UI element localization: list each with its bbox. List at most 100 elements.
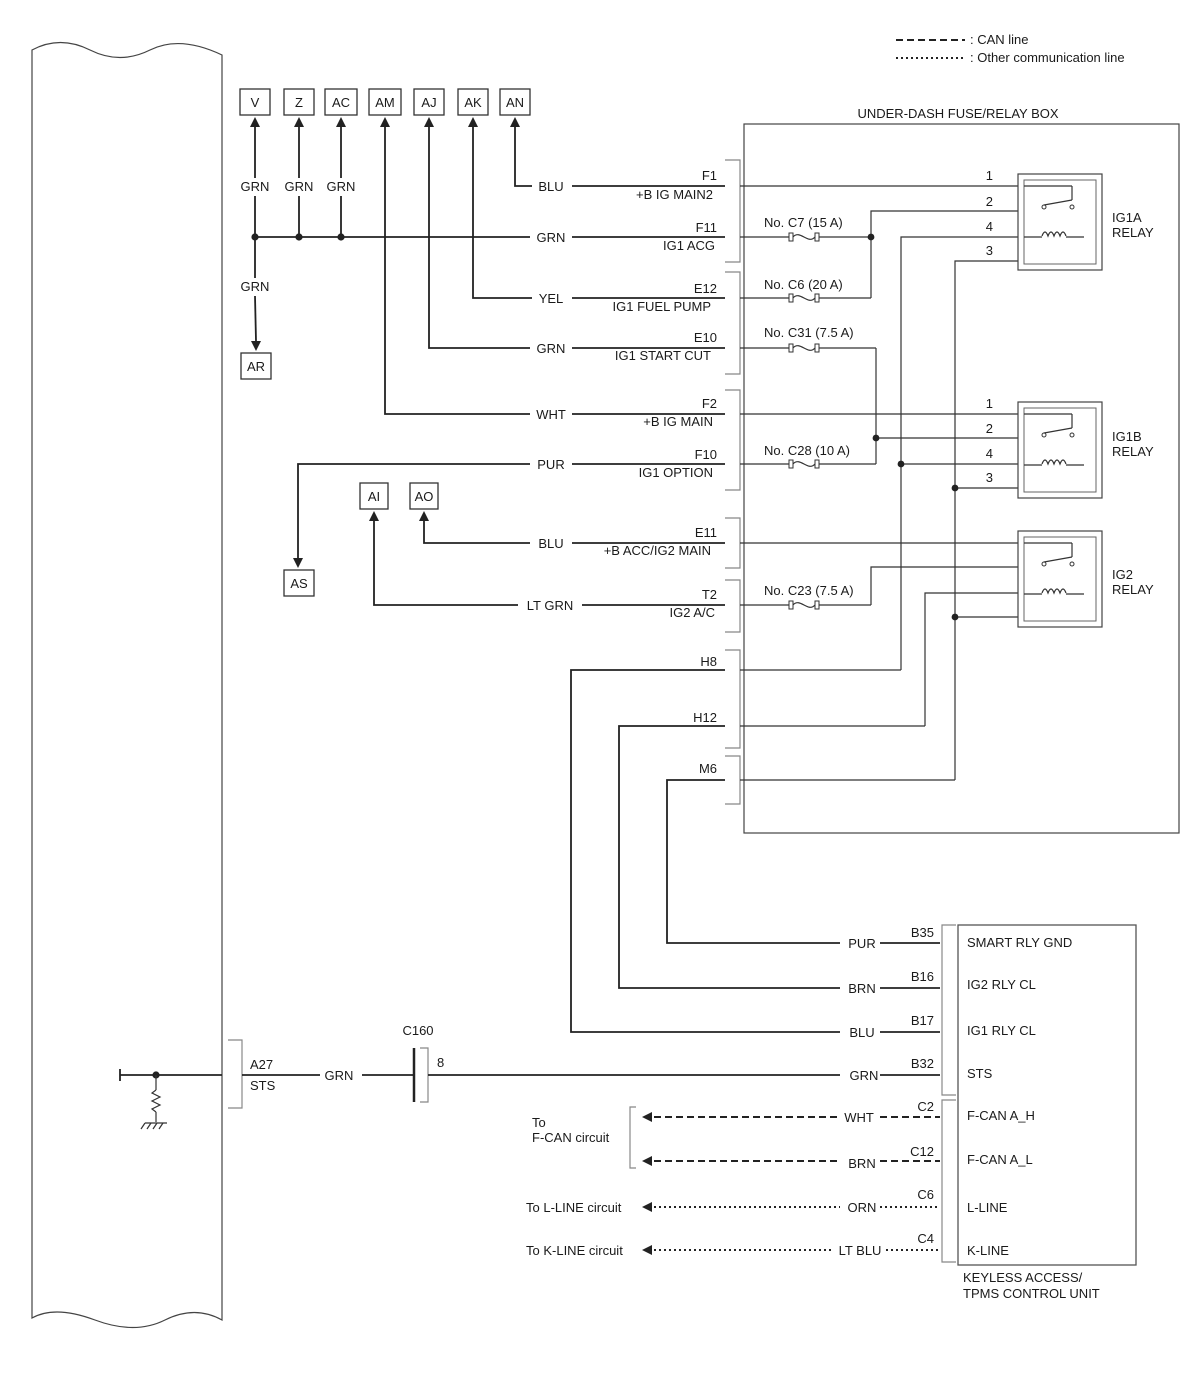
ecu-pin-c4: C4	[917, 1231, 934, 1246]
ig1b-pin-3: 3	[986, 470, 993, 485]
ig1a-relay-label: IG1A	[1112, 210, 1142, 225]
ig1b-relay-label: IG1B	[1112, 429, 1142, 444]
terminal-ak: AK	[464, 95, 482, 110]
fuse-c6-symbol	[740, 293, 871, 303]
wire-label-pur-b35: PUR	[848, 936, 875, 951]
fuse-c7-label: No. C7 (15 A)	[764, 215, 843, 230]
ecu-pin-c6-name: L-LINE	[967, 1200, 1008, 1215]
wire-label-grn-b32: GRN	[850, 1068, 879, 1083]
ecu-relay-wires: PUR BRN BLU	[570, 669, 940, 1040]
connector-c160-pin: 8	[437, 1055, 444, 1070]
wire-label-grn-f11: GRN	[537, 230, 566, 245]
ecu-pin-b35-name: SMART RLY GND	[967, 935, 1072, 950]
fcan-to-label: To	[532, 1115, 546, 1130]
terminal-ai: AI	[368, 489, 380, 504]
wire-labels-left: GRN GRN GRN GRN BLU GRN YEL GRN WHT PUR …	[241, 179, 574, 613]
wire-label-blu-e11: BLU	[538, 536, 563, 551]
pin-h8: H8	[700, 654, 717, 669]
fuses: No. C7 (15 A) No. C6 (20 A) No. C31 (7.5…	[740, 215, 876, 610]
ecu-pin-b16: B16	[911, 969, 934, 984]
wire-label-brn-c12: BRN	[848, 1156, 875, 1171]
fuse-c31-symbol	[740, 343, 876, 353]
terminal-an: AN	[506, 95, 524, 110]
pin-e10-name: IG1 START CUT	[615, 348, 711, 363]
terminal-boxes: V Z AC AM AJ AK AN AR AS AI AO	[239, 88, 531, 597]
pin-e11-name: +B ACC/IG2 MAIN	[604, 543, 711, 558]
terminal-ac: AC	[332, 95, 350, 110]
fuse-c23-symbol	[740, 600, 871, 610]
pin-m6: M6	[699, 761, 717, 776]
ig1b-pin-2: 2	[986, 421, 993, 436]
ecu-pin-c2-name: F-CAN A_H	[967, 1108, 1035, 1123]
pin-e12: E12	[694, 281, 717, 296]
fuse-relay-box: UNDER-DASH FUSE/RELAY BOX	[743, 106, 1180, 834]
ig1a-relay: IG1A RELAY	[1017, 173, 1154, 271]
legend-can-label: : CAN line	[970, 32, 1029, 47]
pin-a27: A27	[250, 1057, 273, 1072]
pin-a27-name: STS	[250, 1078, 276, 1093]
wire-label-blu-b17: BLU	[849, 1025, 874, 1040]
wire-label-blu-f1: BLU	[538, 179, 563, 194]
ecu-pin-c6: C6	[917, 1187, 934, 1202]
fuse-c28-label: No. C28 (10 A)	[764, 443, 850, 458]
ig1a-relay-label-2: RELAY	[1112, 225, 1154, 240]
fusebox-connectors	[725, 159, 741, 805]
ig2-relay: IG2 RELAY	[1017, 530, 1154, 628]
ig1a-pin-4: 4	[986, 219, 993, 234]
fuse-c31-label: No. C31 (7.5 A)	[764, 325, 854, 340]
legend: : CAN line : Other communication line	[896, 32, 1125, 65]
fusebox-title: UNDER-DASH FUSE/RELAY BOX	[857, 106, 1058, 121]
ig1a-pin-1: 1	[986, 168, 993, 183]
terminal-v: V	[251, 95, 260, 110]
pin-h12: H12	[693, 710, 717, 725]
ecu-pin-c4-name: K-LINE	[967, 1243, 1009, 1258]
wire-label-grn-z: GRN	[285, 179, 314, 194]
connector-c160-label: C160	[402, 1023, 433, 1038]
pin-e10: E10	[694, 330, 717, 345]
ig2-relay-label: IG2	[1112, 567, 1133, 582]
arrowheads	[250, 117, 520, 568]
wire-label-grn-ac: GRN	[327, 179, 356, 194]
wire-label-grn-a27: GRN	[325, 1068, 354, 1083]
ig1b-pin-4: 4	[986, 446, 993, 461]
wire-label-yel-e12: YEL	[539, 291, 564, 306]
ecu-pin-c12-name: F-CAN A_L	[967, 1152, 1033, 1167]
lline-circuit-label: To L-LINE circuit	[526, 1200, 622, 1215]
pin-e12-name: IG1 FUEL PUMP	[613, 299, 711, 314]
terminal-ar: AR	[247, 359, 265, 374]
ecu-pin-b32: B32	[911, 1056, 934, 1071]
pin-f1-name: +B IG MAIN2	[636, 187, 713, 202]
left-unit	[31, 41, 223, 1329]
ecu-title-2: TPMS CONTROL UNIT	[963, 1286, 1100, 1301]
terminal-ao: AO	[415, 489, 434, 504]
wire-label-wht-c2: WHT	[844, 1110, 874, 1125]
pin-t2-name: IG2 A/C	[669, 605, 715, 620]
fcan-circuit-label: F-CAN circuit	[532, 1130, 610, 1145]
wire-label-ltgrn-t2: LT GRN	[527, 598, 573, 613]
legend-other-label: : Other communication line	[970, 50, 1125, 65]
terminal-z: Z	[295, 95, 303, 110]
fuse-c23-label: No. C23 (7.5 A)	[764, 583, 854, 598]
ecu-pin-b17-name: IG1 RLY CL	[967, 1023, 1036, 1038]
pin-f2-name: +B IG MAIN	[643, 414, 713, 429]
wire-label-grn-v: GRN	[241, 179, 270, 194]
keyless-access-control-unit: B35 SMART RLY GND B16 IG2 RLY CL B17 IG1…	[910, 924, 1137, 1301]
wire-label-grn-ar: GRN	[241, 279, 270, 294]
ecu-title: KEYLESS ACCESS/	[963, 1270, 1083, 1285]
relay-pin-numbers: 1 2 4 3 1 2 4 3	[986, 168, 993, 485]
ecu-pin-b17: B17	[911, 1013, 934, 1028]
ig1b-relay-label-2: RELAY	[1112, 444, 1154, 459]
fuse-c7-symbol	[740, 232, 871, 242]
pin-f11: F11	[696, 220, 717, 235]
terminal-am: AM	[375, 95, 395, 110]
fuse-c6-label: No. C6 (20 A)	[764, 277, 843, 292]
ig1b-relay: IG1B RELAY	[1017, 401, 1154, 499]
ecu-pin-b32-name: STS	[967, 1066, 993, 1081]
pin-f1: F1	[702, 168, 717, 183]
kline-circuit-label: To K-LINE circuit	[526, 1243, 623, 1258]
wire-label-brn-b16: BRN	[848, 981, 875, 996]
wire-label-grn-e10: GRN	[537, 341, 566, 356]
fusebox-internal-wiring	[740, 185, 1018, 781]
ecu-pin-b35: B35	[911, 925, 934, 940]
